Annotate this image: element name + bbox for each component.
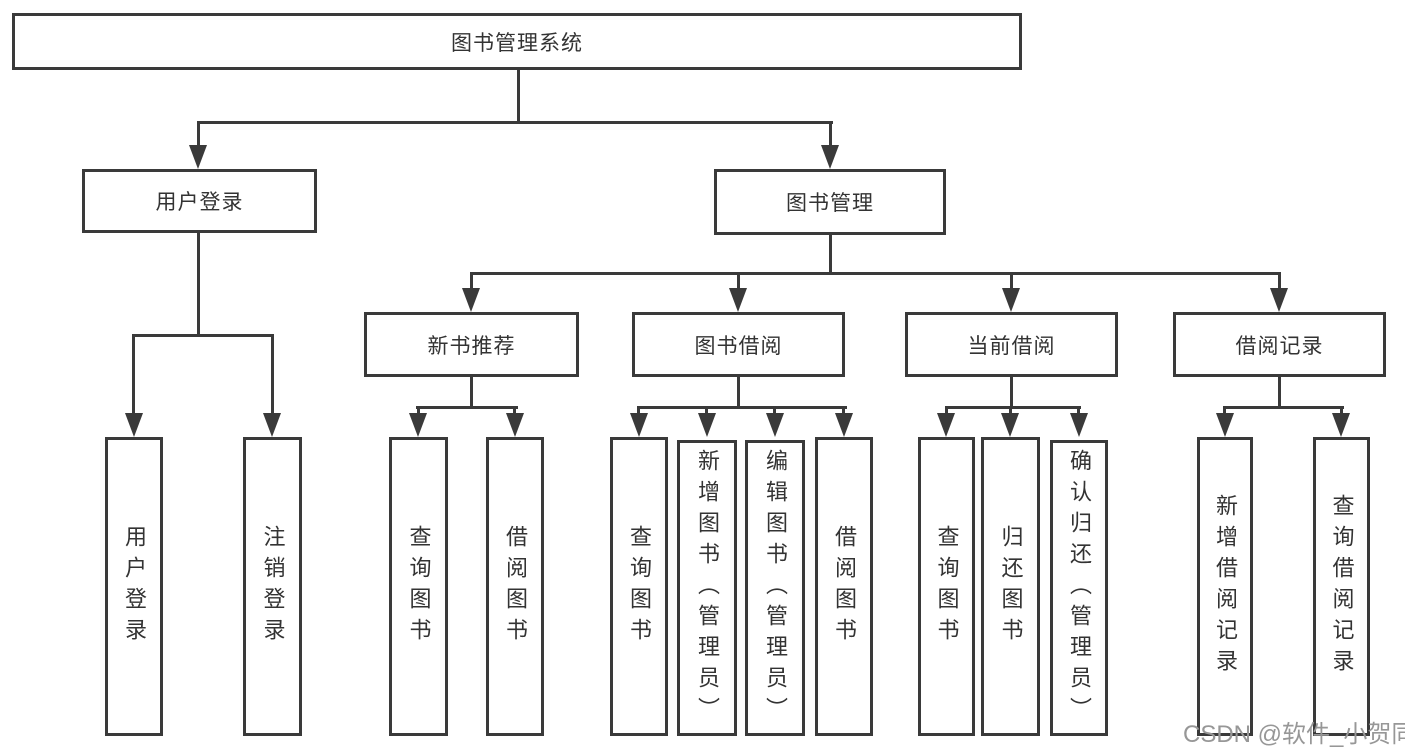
connector-leaf-stem xyxy=(513,406,516,418)
leaf-user-login: 用户登录 xyxy=(105,437,163,736)
leaf-borrow-books-1-label: 借阅图书 xyxy=(503,524,528,649)
leaf-query-books-3-label: 查询图书 xyxy=(934,524,960,649)
node-user-login: 用户登录 xyxy=(82,169,317,233)
leaf-confirm-return-admin-label: 确认归还（管理员） xyxy=(1067,448,1092,728)
leaf-return-books: 归还图书 xyxy=(981,437,1040,736)
connector-book-mgmt-vertical xyxy=(829,235,832,275)
connector-leaf-stem xyxy=(1077,406,1080,418)
connector-leaf-stem xyxy=(470,272,473,292)
leaf-add-borrow-record-label: 新增借阅记录 xyxy=(1213,493,1238,680)
connector-leaf-stem xyxy=(705,406,708,418)
arrowhead-leaf xyxy=(766,413,784,437)
node-book-management: 图书管理 xyxy=(714,169,946,235)
arrowhead-leaf xyxy=(1332,413,1350,437)
node-system-root: 图书管理系统 xyxy=(12,13,1022,70)
arrowhead-leaf xyxy=(698,413,716,437)
connector-level1-horizontal xyxy=(197,121,833,124)
leaf-add-books-admin: 新增图书（管理员） xyxy=(677,440,737,736)
arrowhead-user-login xyxy=(189,145,207,169)
connector-leaf-stem xyxy=(737,272,740,292)
arrowhead-leaf xyxy=(1270,288,1288,312)
arrowhead-leaf xyxy=(1002,288,1020,312)
connector-leaf-stem xyxy=(1009,406,1012,418)
connector-group-branch xyxy=(945,406,1081,409)
node-book-borrow-label: 图书借阅 xyxy=(694,334,783,358)
leaf-query-books-1-label: 查询图书 xyxy=(406,524,432,649)
leaf-borrow-books-2: 借阅图书 xyxy=(815,437,873,736)
node-system-root-label: 图书管理系统 xyxy=(451,31,583,55)
arrowhead-leaf xyxy=(263,413,281,437)
connector-leaf-stem xyxy=(773,406,776,418)
connector-root-vertical xyxy=(517,70,520,123)
arrowhead-leaf xyxy=(630,413,648,437)
connector-group-vertical xyxy=(1010,377,1013,408)
node-borrow-records-label: 借阅记录 xyxy=(1235,334,1324,358)
connector-group-vertical xyxy=(737,377,740,408)
connector-group-branch xyxy=(416,406,518,409)
arrowhead-leaf xyxy=(506,413,524,437)
leaf-edit-books-admin-label: 编辑图书（管理员） xyxy=(763,448,788,728)
connector-group-vertical xyxy=(1278,377,1281,408)
arrowhead-leaf xyxy=(462,288,480,312)
connector-leaf-stem xyxy=(1010,272,1013,292)
leaf-confirm-return-admin: 确认归还（管理员） xyxy=(1050,440,1108,736)
arrowhead-leaf xyxy=(729,288,747,312)
arrowhead-leaf xyxy=(1216,413,1234,437)
leaf-query-books-2: 查询图书 xyxy=(610,437,668,736)
connector-user-login-stem xyxy=(197,121,200,148)
leaf-user-login-label: 用户登录 xyxy=(122,524,147,649)
connector-book-mgmt-stem xyxy=(829,121,832,148)
leaf-add-books-admin-label: 新增图书（管理员） xyxy=(695,448,720,728)
arrowhead-leaf xyxy=(835,413,853,437)
node-book-borrow: 图书借阅 xyxy=(632,312,845,377)
connector-level2-horizontal xyxy=(470,272,1281,275)
arrowhead-book-mgmt xyxy=(821,145,839,169)
leaf-query-books-2-label: 查询图书 xyxy=(627,524,652,649)
leaf-query-borrow-record: 查询借阅记录 xyxy=(1313,437,1370,736)
connector-group-branch xyxy=(637,406,847,409)
connector-leaf-stem xyxy=(271,334,274,416)
connector-leaf-stem xyxy=(637,406,640,418)
connector-user-login-vertical xyxy=(197,233,200,336)
node-new-book-recommend-label: 新书推荐 xyxy=(427,334,516,358)
csdn-watermark: CSDN @软件_小贺同学 xyxy=(1183,721,1405,747)
leaf-add-borrow-record: 新增借阅记录 xyxy=(1197,437,1253,736)
leaf-borrow-books-1: 借阅图书 xyxy=(486,437,544,736)
leaf-query-books-3: 查询图书 xyxy=(918,437,975,736)
leaf-return-books-label: 归还图书 xyxy=(998,524,1024,649)
leaf-query-borrow-record-label: 查询借阅记录 xyxy=(1329,493,1355,680)
leaf-logout: 注销登录 xyxy=(243,437,302,736)
leaf-query-books-1: 查询图书 xyxy=(389,437,448,736)
node-new-book-recommend: 新书推荐 xyxy=(364,312,579,377)
node-current-borrow-label: 当前借阅 xyxy=(967,334,1056,358)
leaf-borrow-books-2-label: 借阅图书 xyxy=(832,524,857,649)
connector-leaf-stem xyxy=(945,406,948,418)
connector-leaf-stem xyxy=(1223,406,1226,418)
node-borrow-records: 借阅记录 xyxy=(1173,312,1386,377)
node-current-borrow: 当前借阅 xyxy=(905,312,1118,377)
leaf-logout-label: 注销登录 xyxy=(260,524,286,649)
connector-leaf-stem xyxy=(132,334,135,416)
connector-leaf-stem xyxy=(1278,272,1281,292)
node-user-login-label: 用户登录 xyxy=(155,191,244,214)
arrowhead-leaf xyxy=(125,413,143,437)
node-book-management-label: 图书管理 xyxy=(786,192,874,215)
arrowhead-leaf xyxy=(1070,413,1088,437)
connector-leaf-stem xyxy=(842,406,845,418)
connector-group-branch xyxy=(1223,406,1344,409)
connector-leaf-stem xyxy=(417,406,420,418)
connector-leaf-stem xyxy=(1340,406,1343,418)
arrowhead-leaf xyxy=(937,413,955,437)
arrowhead-leaf xyxy=(409,413,427,437)
connector-group-vertical xyxy=(470,377,473,408)
leaf-edit-books-admin: 编辑图书（管理员） xyxy=(745,440,805,736)
connector-user-login-branch xyxy=(132,334,274,337)
arrowhead-leaf xyxy=(1001,413,1019,437)
